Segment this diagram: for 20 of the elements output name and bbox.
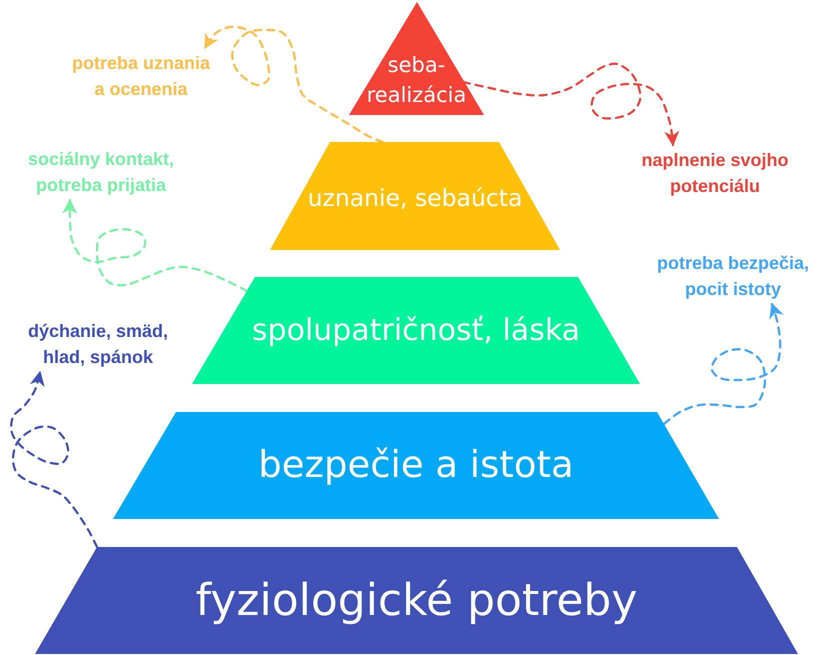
- tier-label: fyziologické potreby: [196, 574, 638, 628]
- annotation-label: naplnenie svojho potenciálu: [640, 149, 790, 198]
- annotation-label: potreba uznania a ocenenia: [70, 52, 212, 101]
- dashed-arrow: [204, 26, 384, 144]
- pyramid-tier: [270, 142, 560, 250]
- tier-label: bezpečie a istota: [258, 442, 574, 488]
- annotation-label: sociálny kontakt, potreba prijatia: [26, 148, 176, 197]
- tier-label: uznanie, sebaúcta: [308, 184, 522, 214]
- pyramid-tier: [35, 547, 798, 654]
- pyramid-tier: [192, 277, 640, 384]
- tier-label: seba- realizácia: [366, 52, 468, 108]
- pyramid-tier: [113, 412, 719, 519]
- annotation-label: dýchanie, smäd, hlad, spánok: [26, 320, 170, 369]
- annotation-label: potreba bezpečia, pocit istoty: [656, 252, 810, 301]
- dashed-arrow: [462, 62, 680, 146]
- pyramid-apex: [349, 2, 484, 115]
- dashed-arrow: [662, 302, 784, 426]
- tier-label: spolupatričnosť, láska: [252, 312, 580, 350]
- dashed-arrow: [62, 198, 248, 292]
- dashed-arrow: [10, 370, 98, 548]
